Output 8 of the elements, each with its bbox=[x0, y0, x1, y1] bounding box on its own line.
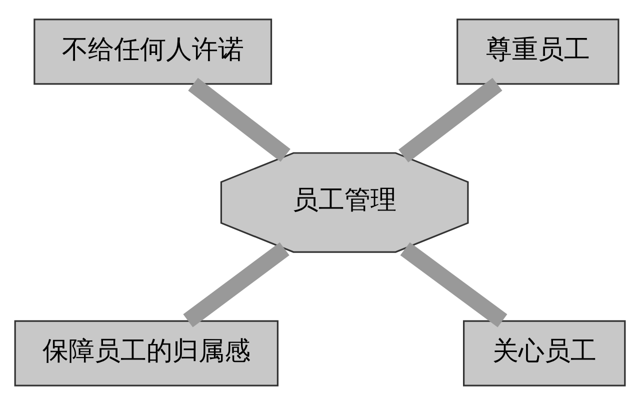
node-box: 保障员工的归属感 bbox=[14, 320, 278, 386]
connector bbox=[183, 242, 290, 327]
node-box: 不给任何人许诺 bbox=[34, 18, 272, 84]
node-box: 尊重员工 bbox=[456, 18, 620, 84]
node-box: 关心员工 bbox=[463, 320, 626, 386]
connector bbox=[188, 77, 290, 162]
connector bbox=[400, 242, 508, 327]
connector bbox=[398, 77, 502, 162]
